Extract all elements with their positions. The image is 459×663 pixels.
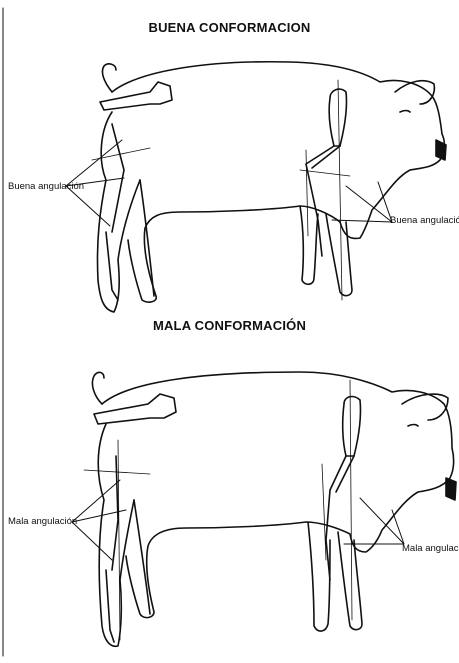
pig-bad-hind-lower-bones bbox=[106, 570, 114, 642]
pig-good-shoulder-blade bbox=[329, 89, 346, 146]
pig-bad-eye bbox=[408, 425, 418, 427]
pig-bad-snout bbox=[446, 478, 456, 500]
pig-good-body bbox=[112, 62, 444, 302]
top-right-label: Buena angulación bbox=[390, 215, 459, 226]
pig-good-tail bbox=[102, 64, 116, 92]
pig-bad-rear-leg-2 bbox=[134, 500, 150, 614]
top-title: BUENA CONFORMACION bbox=[0, 20, 459, 35]
pig-good-eye bbox=[400, 111, 410, 113]
pig-good-rear-leg-2 bbox=[140, 180, 154, 296]
pig-bad-tail bbox=[92, 372, 104, 404]
bottom-left-label: Mala angulación bbox=[8, 516, 77, 527]
pig-good-right-pointers bbox=[332, 182, 392, 222]
pig-bad-front-legs bbox=[308, 522, 362, 631]
top-left-label: Buena angulación bbox=[8, 181, 84, 192]
pig-bad-front-upper bbox=[336, 456, 354, 492]
pig-good-conformation bbox=[66, 62, 446, 312]
pig-good-hip-bone bbox=[100, 82, 172, 110]
pig-bad-front-bones bbox=[326, 456, 346, 580]
pig-good-hind-leg bbox=[97, 112, 140, 312]
pig-bad-hip-bone bbox=[94, 394, 176, 424]
bottom-title: MALA CONFORMACIÓN bbox=[0, 318, 459, 333]
pig-bad-right-pointers bbox=[344, 498, 404, 544]
bottom-right-label: Mala angulació bbox=[402, 543, 459, 554]
pig-bad-ear bbox=[402, 394, 448, 420]
pig-bad-conformation bbox=[72, 372, 456, 646]
pig-bad-body bbox=[102, 372, 454, 618]
pig-good-hind-lower-bones bbox=[106, 232, 118, 300]
pig-bad-shoulder-blade bbox=[343, 397, 361, 456]
